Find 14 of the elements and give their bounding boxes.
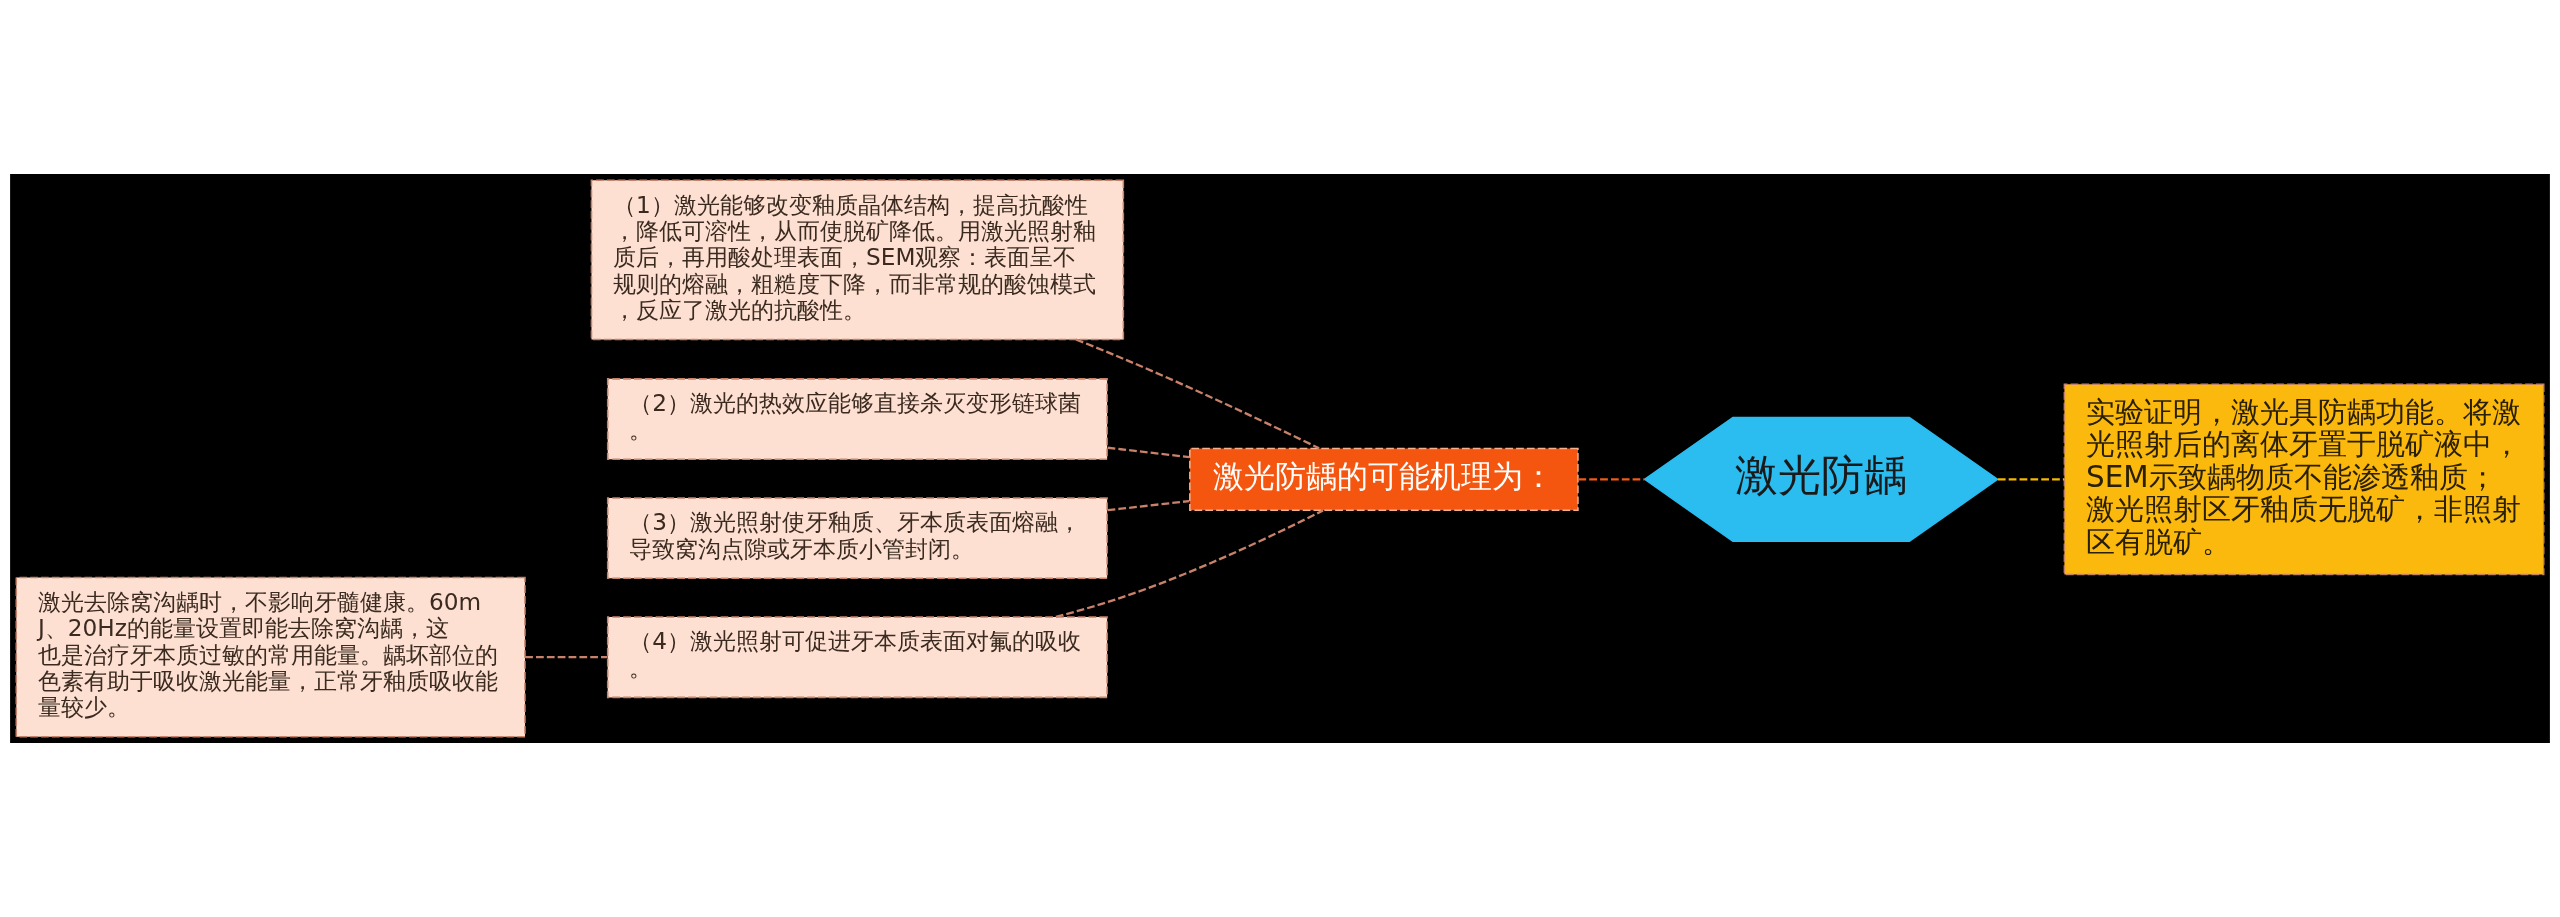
node-box: 激光防龋的可能机理为： xyxy=(1189,447,1579,512)
node-box: （3）激光照射使牙釉质、牙本质表面熔融，导致窝沟点隙或牙本质小管封闭。 xyxy=(606,497,1108,580)
connector xyxy=(1107,446,1190,459)
node-box: （1）激光能够改变釉质晶体结构，提高抗酸性，降低可溶性，从而使脱矿降低。用激光照射釉质后，再用酸处理表面，SEM观察：表面呈不规则的熔融，粗糙度下降，而非常规的酸蚀模式，反应了激光的抗酸性。 xyxy=(590,179,1125,341)
node-box: 实验证明，激光具防龋功能。将激光照射后的离体牙置于脱矿液中，SEM示致龋物质不能渗透釉质；激光照射区牙釉质无脱矿，非照射区有脱矿。 xyxy=(2063,383,2545,576)
connector xyxy=(1055,509,1324,619)
connector xyxy=(1578,478,1645,481)
connector xyxy=(1998,478,2065,481)
connector xyxy=(525,656,608,659)
connector xyxy=(1107,499,1190,512)
node-box: 激光去除窝沟龋时，不影响牙髓健康。60mJ、20Hz的能量设置即能去除窝沟龋，这也是治疗牙本质过敏的常用能量。龋坏部位的色素有助于吸收激光能量，正常牙釉质吸收能量较少。 xyxy=(15,576,526,738)
node-box: （2）激光的热效应能够直接杀灭变形链球菌。 xyxy=(606,378,1108,461)
connector xyxy=(1075,338,1320,450)
node-box: （4）激光照射可促进牙本质表面对氟的吸收。 xyxy=(606,616,1108,699)
